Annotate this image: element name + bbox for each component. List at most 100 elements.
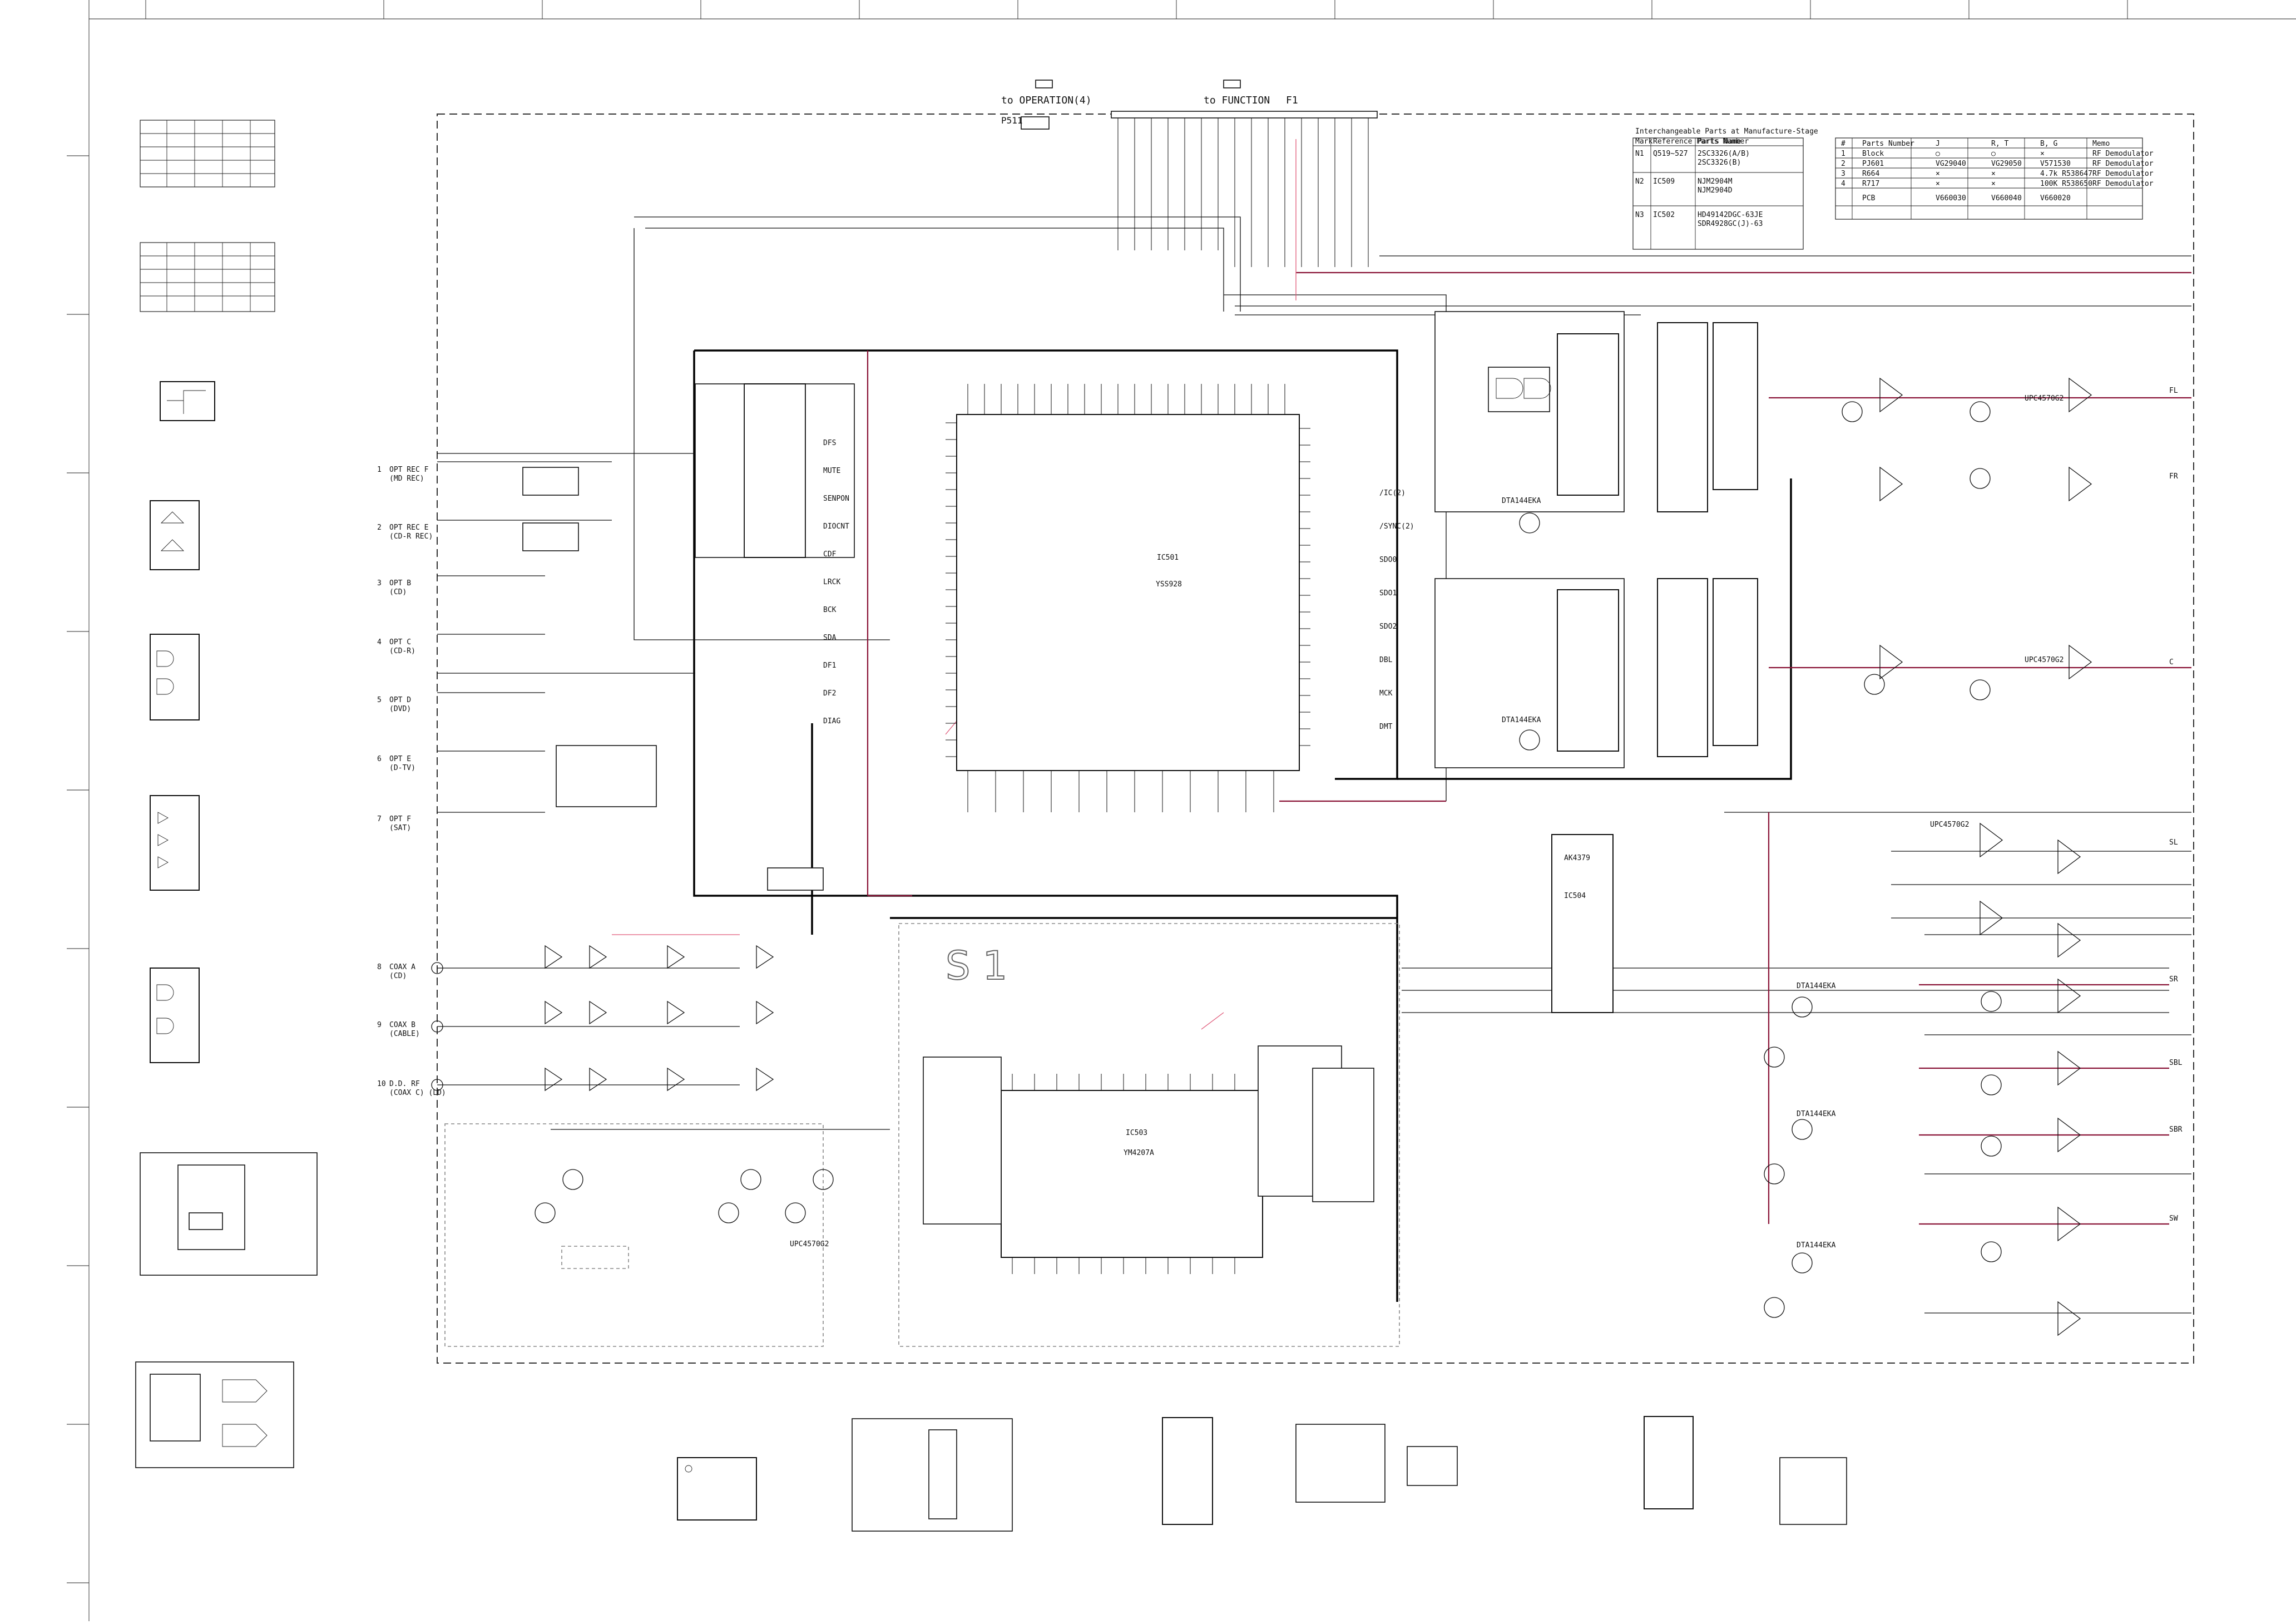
top-connectors bbox=[1021, 80, 1378, 267]
destination-operation: to OPERATION(4) bbox=[1001, 95, 1092, 106]
output-label: SL bbox=[2169, 838, 2178, 847]
s1-label: S 1 bbox=[946, 943, 1007, 989]
parts-table-cell: 2SC3326(A/B) bbox=[1698, 150, 1750, 158]
model-table-header: R, T bbox=[1991, 140, 2008, 148]
parts-table bbox=[1632, 137, 1804, 250]
model-table-header: Parts Number bbox=[1862, 140, 1914, 148]
input-number: 6 bbox=[377, 755, 382, 763]
input-sub: (CD-R REC) bbox=[389, 532, 433, 541]
ic-pinout-legend bbox=[135, 120, 318, 1468]
model-table-cell: RF Demodulator bbox=[2092, 150, 2154, 158]
input-name: OPT REC F bbox=[389, 466, 429, 474]
signal-label: MUTE bbox=[823, 467, 840, 475]
model-table-header: Memo bbox=[2092, 140, 2110, 148]
parts-table-cell: IC509 bbox=[1653, 177, 1675, 186]
model-table-cell: PCB bbox=[1862, 194, 1876, 203]
input-name: OPT E bbox=[389, 755, 411, 763]
model-table-cell: RF Demodulator bbox=[2092, 160, 2154, 168]
parts-table-header: Mark bbox=[1635, 137, 1652, 146]
function-connector: F1 bbox=[1286, 95, 1298, 106]
model-table-cell: Block bbox=[1862, 150, 1884, 158]
input-number: 9 bbox=[377, 1021, 382, 1029]
transistor-label-1: DTA144EKA bbox=[1502, 497, 1541, 505]
signal-label: DFS bbox=[823, 439, 836, 447]
destination-function: to FUNCTION bbox=[1204, 95, 1270, 106]
input-sub: (CABLE) bbox=[389, 1030, 420, 1038]
ic501-part: YSS928 bbox=[1156, 580, 1182, 589]
parts-table-title: Interchangeable Parts at Manufacture-Sta… bbox=[1635, 127, 1818, 136]
transistor-label-3: DTA144EKA bbox=[1797, 982, 1836, 990]
parts-table-cell: Q519~527 bbox=[1653, 150, 1688, 158]
output-label: SBL bbox=[2169, 1059, 2183, 1067]
dac-ref: IC504 bbox=[1564, 892, 1586, 900]
input-name: OPT REC E bbox=[389, 524, 428, 532]
bus-traces bbox=[437, 139, 2191, 1302]
input-sub: (SAT) bbox=[389, 824, 411, 832]
connector-left: P511 bbox=[1001, 115, 1023, 126]
model-table-header: B, G bbox=[2040, 140, 2057, 148]
opamp-label-2: UPC4570G2 bbox=[2025, 656, 2064, 664]
transistor-label-5: DTA144EKA bbox=[1797, 1241, 1836, 1250]
parts-table-cell: HD49142DGC-63JE bbox=[1698, 211, 1763, 219]
input-name: OPT C bbox=[389, 638, 411, 646]
input-sub: (CD) bbox=[389, 588, 407, 596]
ic503-ref: IC503 bbox=[1126, 1129, 1147, 1137]
model-table-cell: RF Demodulator bbox=[2092, 180, 2154, 188]
transistor-label-4: DTA144EKA bbox=[1797, 1110, 1836, 1118]
signal-label: SDO0 bbox=[1379, 556, 1397, 564]
parts-table-cell: IC502 bbox=[1653, 211, 1675, 219]
sheet-frame bbox=[67, 0, 2296, 1621]
model-table-cell: × bbox=[2040, 150, 2045, 158]
input-sub: (CD) bbox=[389, 972, 407, 980]
parts-table-cell: SDR4928GC(J)-63 bbox=[1698, 220, 1763, 228]
signal-label: /SYNC(2) bbox=[1379, 522, 1414, 531]
input-name: OPT B bbox=[389, 579, 411, 588]
model-table-cell: × bbox=[1991, 170, 1996, 178]
dsp-ic503 bbox=[923, 1045, 1374, 1274]
model-table-cell: × bbox=[1991, 180, 1996, 188]
model-table-cell: V660030 bbox=[1936, 194, 1966, 203]
input-sub: (CD-R) bbox=[389, 647, 415, 655]
model-table-cell: × bbox=[1936, 170, 1940, 178]
output-label: SW bbox=[2169, 1215, 2178, 1223]
input-sub: (MD REC) bbox=[389, 475, 424, 483]
input-number: 10 bbox=[377, 1080, 386, 1088]
input-number: 3 bbox=[377, 579, 382, 588]
board-outline bbox=[437, 113, 2194, 1364]
rf-demod-region bbox=[444, 1123, 824, 1347]
signal-label: SDO2 bbox=[1379, 623, 1397, 631]
signal-label: CDF bbox=[823, 550, 837, 559]
model-table-cell: 4.7k R538647 bbox=[2040, 170, 2092, 178]
input-name: COAX B bbox=[389, 1021, 415, 1029]
signal-label: MCK bbox=[1379, 689, 1393, 698]
model-table-header: J bbox=[1936, 140, 1940, 148]
input-sub: (COAX C) (LD) bbox=[389, 1089, 446, 1097]
model-table-cell: VG29040 bbox=[1936, 160, 1966, 168]
model-table-cell: RF Demodulator bbox=[2092, 170, 2154, 178]
input-name: OPT D bbox=[389, 696, 411, 704]
ic503-part: YM4207A bbox=[1124, 1149, 1154, 1157]
input-number: 5 bbox=[377, 696, 382, 704]
model-table-cell: 4 bbox=[1841, 180, 1845, 188]
input-sub: (D-TV) bbox=[389, 764, 415, 772]
signal-label: LRCK bbox=[823, 578, 840, 586]
sdram-chip bbox=[695, 383, 855, 558]
model-table-cell: ○ bbox=[1991, 150, 1996, 158]
model-table-cell: ○ bbox=[1936, 150, 1940, 158]
signal-labels-left: DFSMUTESENPONDIOCNTCDFLRCKBCKSDADF1DF2DI… bbox=[823, 439, 849, 725]
model-table-cell: V571530 bbox=[2040, 160, 2071, 168]
opamp-label-4: UPC4570G2 bbox=[790, 1240, 829, 1248]
output-label: C bbox=[2169, 658, 2174, 667]
input-number: 7 bbox=[377, 815, 382, 823]
bottom-pinouts bbox=[677, 1416, 1847, 1532]
parts-table-header: Parts Name bbox=[1698, 137, 1741, 146]
input-name: D.D. RF bbox=[389, 1080, 420, 1088]
output-label: SBR bbox=[2169, 1126, 2183, 1134]
input-name: OPT F bbox=[389, 815, 411, 823]
model-table-cell: 2 bbox=[1841, 160, 1845, 168]
